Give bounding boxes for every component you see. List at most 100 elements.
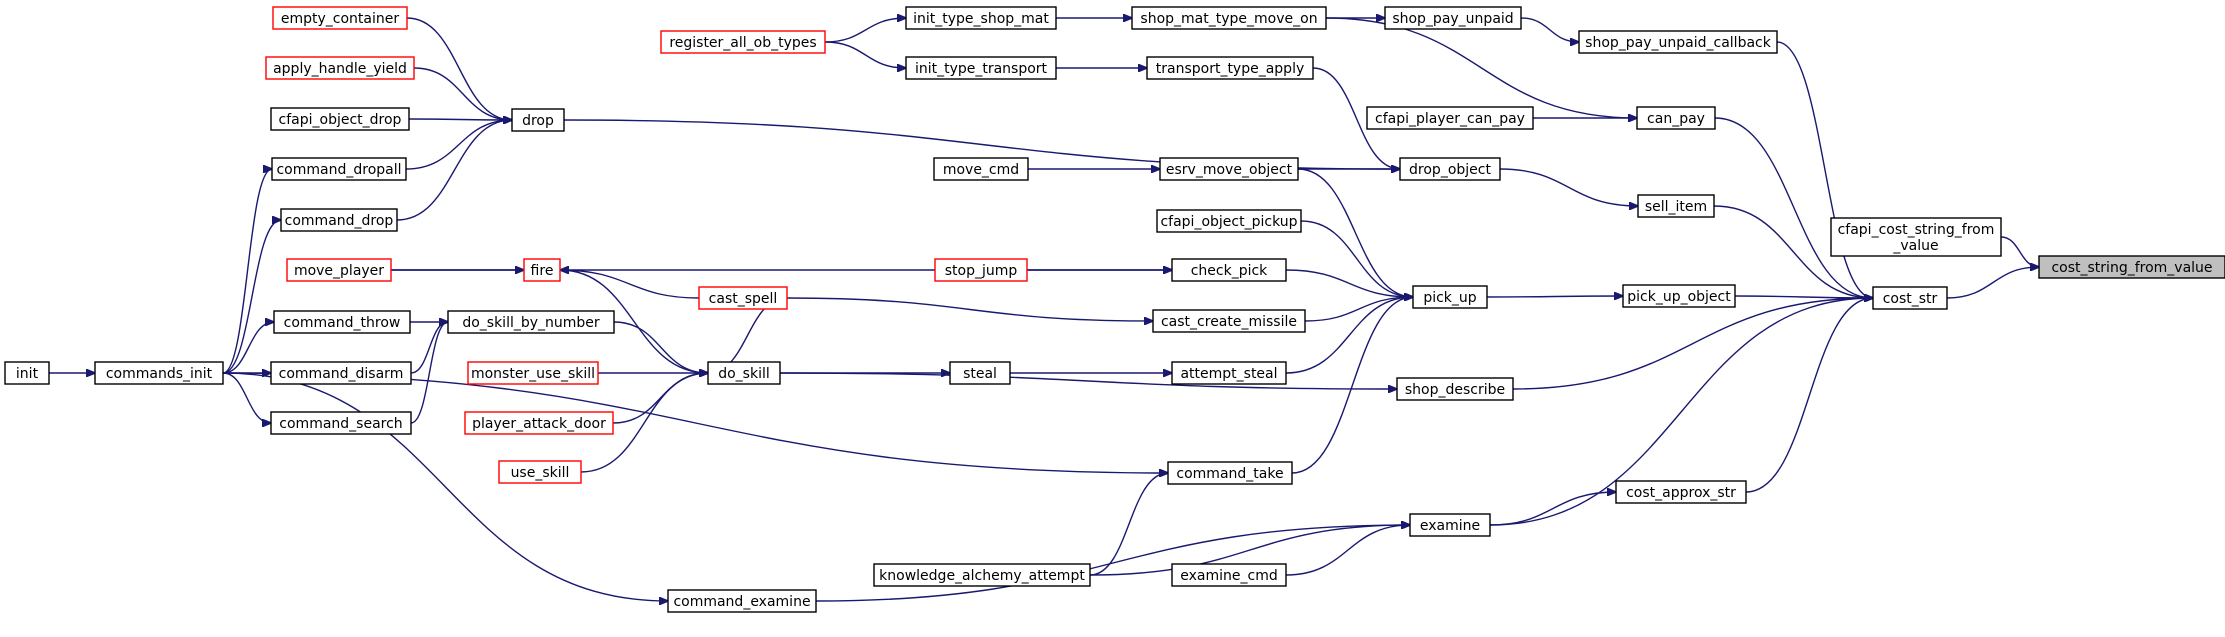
node-box-do_skill[interactable] <box>707 361 781 385</box>
node-box-drop_object[interactable] <box>1399 157 1501 181</box>
node-pick_up[interactable]: pick_up <box>1412 285 1488 309</box>
node-cfapi_object_drop[interactable]: cfapi_object_drop <box>270 107 410 131</box>
node-cost_approx_str[interactable]: cost_approx_str <box>1615 480 1747 504</box>
node-drop_object[interactable]: drop_object <box>1399 157 1501 181</box>
node-box-command_throw[interactable] <box>273 310 411 334</box>
node-box-knowledge_alchemy_attempt[interactable] <box>873 563 1091 587</box>
node-cfapi_object_pickup[interactable]: cfapi_object_pickup <box>1156 209 1302 233</box>
node-shop_describe[interactable]: shop_describe <box>1396 377 1514 401</box>
node-box-move_player[interactable] <box>286 258 392 282</box>
node-box-command_examine[interactable] <box>667 589 817 613</box>
node-steal[interactable]: steal <box>949 361 1011 385</box>
node-can_pay[interactable]: can_pay <box>1636 106 1716 130</box>
node-box-examine[interactable] <box>1409 513 1491 537</box>
node-box-esrv_move_object[interactable] <box>1159 157 1299 181</box>
node-move_cmd[interactable]: move_cmd <box>933 157 1029 181</box>
node-box-command_disarm[interactable] <box>270 361 412 385</box>
node-examine_cmd[interactable]: examine_cmd <box>1171 563 1287 587</box>
node-stop_jump[interactable]: stop_jump <box>934 258 1028 282</box>
node-box-shop_describe[interactable] <box>1396 377 1514 401</box>
node-box-pick_up_object[interactable] <box>1622 284 1736 308</box>
node-move_player[interactable]: move_player <box>286 258 392 282</box>
node-box-register_all_ob_types[interactable] <box>660 30 826 54</box>
node-box-shop_pay_unpaid_callback[interactable] <box>1578 30 1778 54</box>
node-box-stop_jump[interactable] <box>934 258 1028 282</box>
node-box-cost_str[interactable] <box>1872 286 1948 310</box>
node-fire[interactable]: fire <box>523 258 561 282</box>
node-cast_spell[interactable]: cast_spell <box>698 286 788 310</box>
node-box-cast_create_missile[interactable] <box>1152 309 1306 333</box>
node-box-commands_init[interactable] <box>94 361 224 385</box>
node-box-init_type_shop_mat[interactable] <box>905 6 1057 30</box>
node-box-empty_container[interactable] <box>272 6 408 30</box>
node-box-check_pick[interactable] <box>1171 258 1287 282</box>
node-cost_string_from_value[interactable]: cost_string_from_value <box>2038 255 2225 279</box>
node-command_take[interactable]: command_take <box>1167 461 1293 485</box>
node-knowledge_alchemy_attempt[interactable]: knowledge_alchemy_attempt <box>873 563 1091 587</box>
node-check_pick[interactable]: check_pick <box>1171 258 1287 282</box>
node-box-monster_use_skill[interactable] <box>467 361 599 385</box>
node-command_search[interactable]: command_search <box>270 411 412 435</box>
node-command_disarm[interactable]: command_disarm <box>270 361 412 385</box>
node-monster_use_skill[interactable]: monster_use_skill <box>467 361 599 385</box>
node-box-init[interactable] <box>4 361 50 385</box>
node-box-command_dropall[interactable] <box>271 157 407 181</box>
node-box-sell_item[interactable] <box>1637 194 1715 218</box>
node-use_skill[interactable]: use_skill <box>498 460 582 484</box>
node-shop_pay_unpaid[interactable]: shop_pay_unpaid <box>1384 6 1522 30</box>
node-box-player_attack_door[interactable] <box>464 411 614 435</box>
node-player_attack_door[interactable]: player_attack_door <box>464 411 614 435</box>
node-box-command_take[interactable] <box>1167 461 1293 485</box>
node-attempt_steal[interactable]: attempt_steal <box>1171 361 1287 385</box>
node-drop[interactable]: drop <box>511 108 565 132</box>
node-do_skill_by_number[interactable]: do_skill_by_number <box>447 310 615 334</box>
node-cast_create_missile[interactable]: cast_create_missile <box>1152 309 1306 333</box>
node-box-cost_string_from_value[interactable] <box>2038 255 2225 279</box>
node-shop_mat_type_move_on[interactable]: shop_mat_type_move_on <box>1131 6 1327 30</box>
node-empty_container[interactable]: empty_container <box>272 6 408 30</box>
node-command_drop[interactable]: command_drop <box>280 208 398 232</box>
node-box-pick_up[interactable] <box>1412 285 1488 309</box>
node-box-cfapi_player_can_pay[interactable] <box>1366 106 1534 130</box>
node-box-cfapi_object_drop[interactable] <box>270 107 410 131</box>
node-box-attempt_steal[interactable] <box>1171 361 1287 385</box>
node-box-command_search[interactable] <box>270 411 412 435</box>
node-pick_up_object[interactable]: pick_up_object <box>1622 284 1736 308</box>
node-init[interactable]: init <box>4 361 50 385</box>
node-box-fire[interactable] <box>523 258 561 282</box>
node-box-shop_mat_type_move_on[interactable] <box>1131 6 1327 30</box>
node-box-can_pay[interactable] <box>1636 106 1716 130</box>
node-cfapi_cost_string_from_value[interactable]: cfapi_cost_string_from_value <box>1830 217 2002 257</box>
node-box-shop_pay_unpaid[interactable] <box>1384 6 1522 30</box>
node-box-transport_type_apply[interactable] <box>1146 56 1314 80</box>
node-box-cast_spell[interactable] <box>698 286 788 310</box>
node-box-cost_approx_str[interactable] <box>1615 480 1747 504</box>
node-box-cfapi_cost_string_from_value[interactable] <box>1830 217 2002 257</box>
node-box-do_skill_by_number[interactable] <box>447 310 615 334</box>
node-box-cfapi_object_pickup[interactable] <box>1156 209 1302 233</box>
node-box-examine_cmd[interactable] <box>1171 563 1287 587</box>
node-box-apply_handle_yield[interactable] <box>265 56 415 80</box>
node-examine[interactable]: examine <box>1409 513 1491 537</box>
node-box-use_skill[interactable] <box>498 460 582 484</box>
node-cfapi_player_can_pay[interactable]: cfapi_player_can_pay <box>1366 106 1534 130</box>
node-init_type_transport[interactable]: init_type_transport <box>905 56 1057 80</box>
node-esrv_move_object[interactable]: esrv_move_object <box>1159 157 1299 181</box>
node-do_skill[interactable]: do_skill <box>707 361 781 385</box>
node-box-init_type_transport[interactable] <box>905 56 1057 80</box>
node-register_all_ob_types[interactable]: register_all_ob_types <box>660 30 826 54</box>
node-init_type_shop_mat[interactable]: init_type_shop_mat <box>905 6 1057 30</box>
node-command_dropall[interactable]: command_dropall <box>271 157 407 181</box>
node-box-steal[interactable] <box>949 361 1011 385</box>
node-box-drop[interactable] <box>511 108 565 132</box>
node-apply_handle_yield[interactable]: apply_handle_yield <box>265 56 415 80</box>
node-transport_type_apply[interactable]: transport_type_apply <box>1146 56 1314 80</box>
node-commands_init[interactable]: commands_init <box>94 361 224 385</box>
node-command_throw[interactable]: command_throw <box>273 310 411 334</box>
node-sell_item[interactable]: sell_item <box>1637 194 1715 218</box>
node-box-move_cmd[interactable] <box>933 157 1029 181</box>
node-cost_str[interactable]: cost_str <box>1872 286 1948 310</box>
node-shop_pay_unpaid_callback[interactable]: shop_pay_unpaid_callback <box>1578 30 1778 54</box>
node-command_examine[interactable]: command_examine <box>667 589 817 613</box>
node-box-command_drop[interactable] <box>280 208 398 232</box>
